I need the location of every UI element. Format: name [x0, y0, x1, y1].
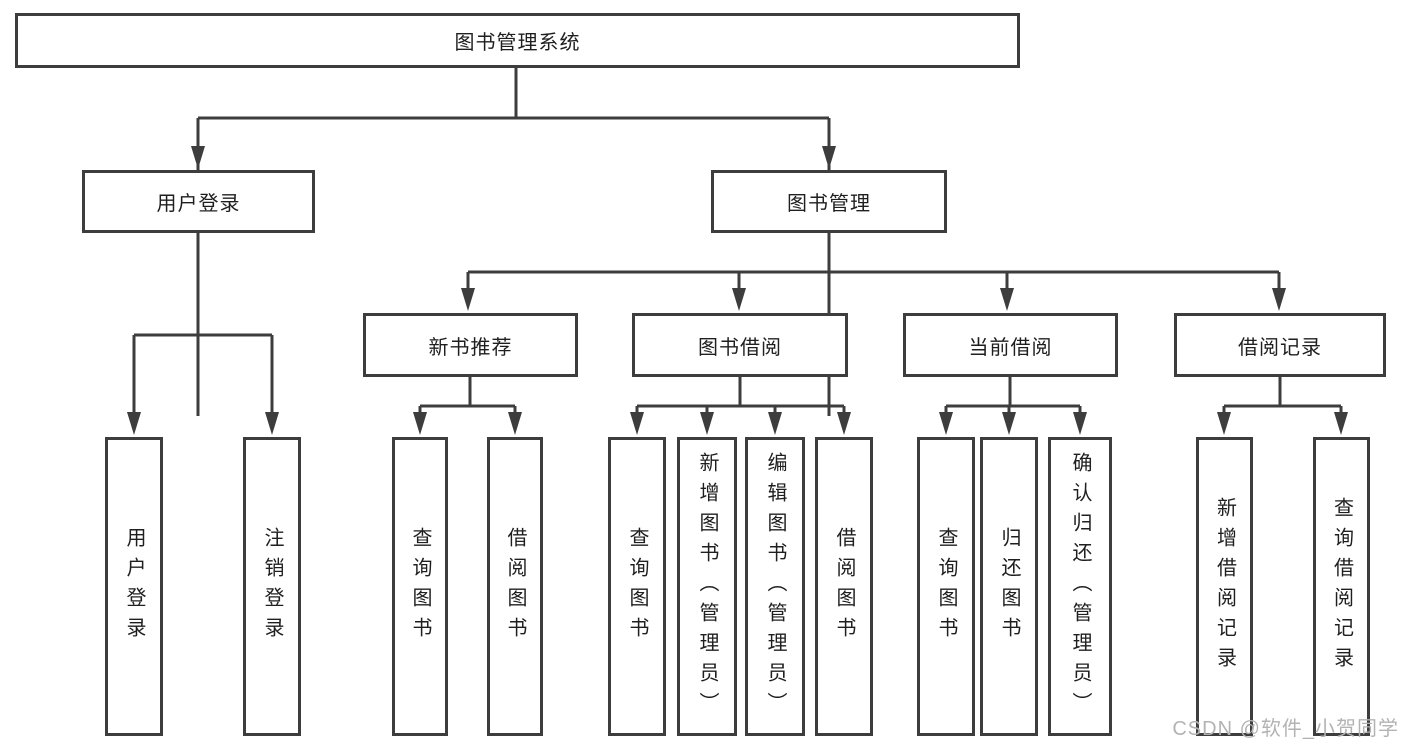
node-library-system-label: 图书管理系统 [454, 32, 581, 54]
node-borrowing-records-label: 借阅记录 [1238, 336, 1322, 359]
node-nbr-query-books: 查询图书 [392, 437, 448, 736]
node-logout-label: 注销登录 [261, 526, 283, 647]
node-br-query-record-label: 查询借阅记录 [1330, 496, 1353, 677]
node-cb-query-books-label: 查询图书 [935, 526, 957, 647]
node-cb-query-books: 查询图书 [917, 437, 975, 736]
node-login: 用户登录 [105, 437, 163, 736]
node-cb-return-books: 归还图书 [980, 437, 1038, 736]
node-current-borrowing-label: 当前借阅 [968, 336, 1053, 359]
node-new-book-recommendation-label: 新书推荐 [428, 336, 513, 359]
node-book-management: 图书管理 [711, 170, 947, 233]
node-bb-edit-books-admin: 编辑图书（管理员） [745, 437, 805, 736]
node-br-add-record-label: 新增借阅记录 [1213, 496, 1236, 677]
node-bb-add-books-admin: 新增图书（管理员） [677, 437, 737, 736]
node-bb-borrow-books-label: 借阅图书 [833, 526, 855, 647]
node-logout: 注销登录 [243, 437, 301, 736]
node-bb-add-books-admin-label: 新增图书（管理员） [696, 451, 718, 722]
node-bb-query-books-label: 查询图书 [626, 526, 648, 647]
node-borrowing-records: 借阅记录 [1174, 313, 1386, 377]
node-bb-query-books: 查询图书 [608, 437, 666, 736]
node-br-query-record: 查询借阅记录 [1313, 437, 1370, 736]
node-library-system: 图书管理系统 [15, 13, 1020, 68]
node-nbr-borrow-books: 借阅图书 [487, 437, 543, 736]
node-cb-confirm-return-admin-label: 确认归还（管理员） [1069, 451, 1091, 722]
node-book-borrowing: 图书借阅 [632, 313, 848, 377]
node-user-login: 用户登录 [82, 170, 315, 233]
node-cb-return-books-label: 归还图书 [998, 526, 1020, 647]
node-new-book-recommendation: 新书推荐 [363, 313, 578, 377]
node-current-borrowing: 当前借阅 [903, 313, 1118, 377]
node-nbr-borrow-books-label: 借阅图书 [504, 526, 526, 647]
node-book-management-label: 图书管理 [787, 193, 871, 215]
node-bb-edit-books-admin-label: 编辑图书（管理员） [764, 451, 786, 722]
node-br-add-record: 新增借阅记录 [1196, 437, 1253, 736]
node-login-label: 用户登录 [123, 526, 145, 647]
node-book-borrowing-label: 图书借阅 [698, 336, 782, 359]
node-cb-confirm-return-admin: 确认归还（管理员） [1048, 437, 1112, 736]
node-nbr-query-books-label: 查询图书 [409, 526, 431, 647]
node-bb-borrow-books: 借阅图书 [815, 437, 873, 736]
watermark: CSDN @软件_小贺同学 [1172, 718, 1399, 740]
node-user-login-label: 用户登录 [156, 193, 241, 215]
connector-paths [132, 68, 1343, 416]
arrowheads [127, 146, 1348, 435]
